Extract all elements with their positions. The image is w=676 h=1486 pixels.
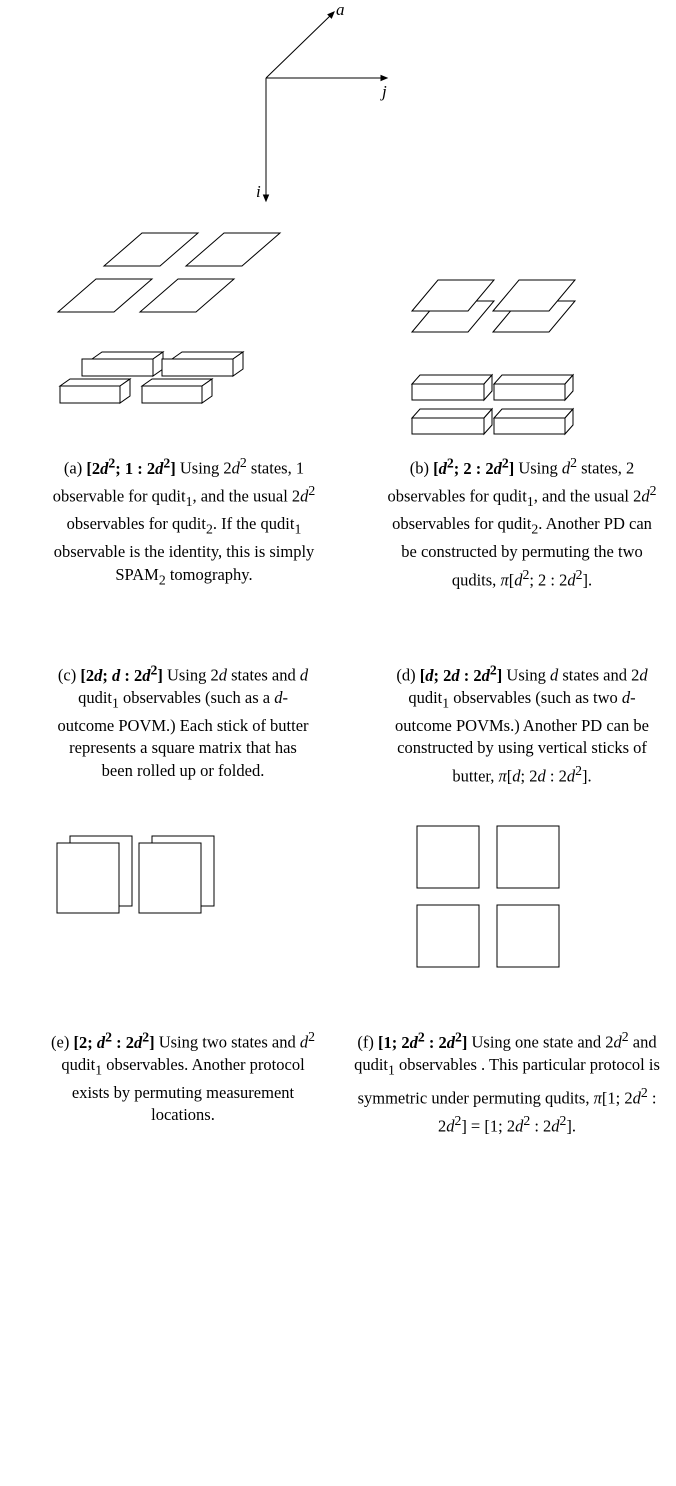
- square: [56, 842, 120, 914]
- caption-f: (f) [1; 2d2 : 2d2] Using one state and 2…: [354, 1029, 660, 1136]
- figure-e-squares: [56, 835, 215, 914]
- sheet: [138, 278, 236, 313]
- butter-stick: [492, 373, 575, 402]
- axis-a-line: [265, 13, 333, 79]
- square: [496, 904, 560, 968]
- axis-a-arrowhead: [327, 11, 335, 19]
- caption-d: (d) [d; 2d : 2d2] Using d states and 2d …: [395, 662, 649, 786]
- figure-b-sheets: [410, 279, 577, 333]
- square: [416, 904, 480, 968]
- axis-j-label: j: [380, 82, 387, 101]
- axes-triad: [262, 11, 389, 203]
- figure-c-sticks: [58, 351, 245, 404]
- butter-stick: [58, 378, 132, 404]
- figure-f-squares: [416, 825, 560, 968]
- axis-i-label: i: [256, 182, 261, 201]
- sheet: [491, 279, 577, 312]
- butter-stick: [81, 351, 165, 377]
- axis-i-arrowhead: [262, 194, 270, 203]
- butter-stick: [140, 378, 214, 404]
- butter-stick: [410, 373, 494, 402]
- butter-stick: [161, 351, 245, 377]
- axis-j-arrowhead: [380, 74, 389, 82]
- sheet: [410, 279, 496, 312]
- caption-a: (a) [2d2; 1 : 2d2] Using 2d2 states, 1 o…: [52, 455, 316, 587]
- square: [496, 825, 560, 889]
- caption-e: (e) [2; d2 : 2d2] Using two states and d…: [51, 1029, 315, 1125]
- figure-d-sticks: [410, 373, 575, 436]
- butter-stick: [492, 407, 575, 436]
- sheet: [184, 232, 282, 267]
- sheet: [56, 278, 154, 313]
- butter-stick: [410, 407, 494, 436]
- figure-a-sheets: [56, 232, 282, 313]
- sheet: [102, 232, 200, 267]
- caption-b: (b) [d2; 2 : 2d2] Using d2 states, 2 obs…: [387, 455, 657, 590]
- caption-c: (c) [2d; d : 2d2] Using 2d states and d …: [57, 662, 309, 780]
- square: [416, 825, 480, 889]
- square: [138, 842, 202, 914]
- axis-a-label: a: [336, 0, 345, 19]
